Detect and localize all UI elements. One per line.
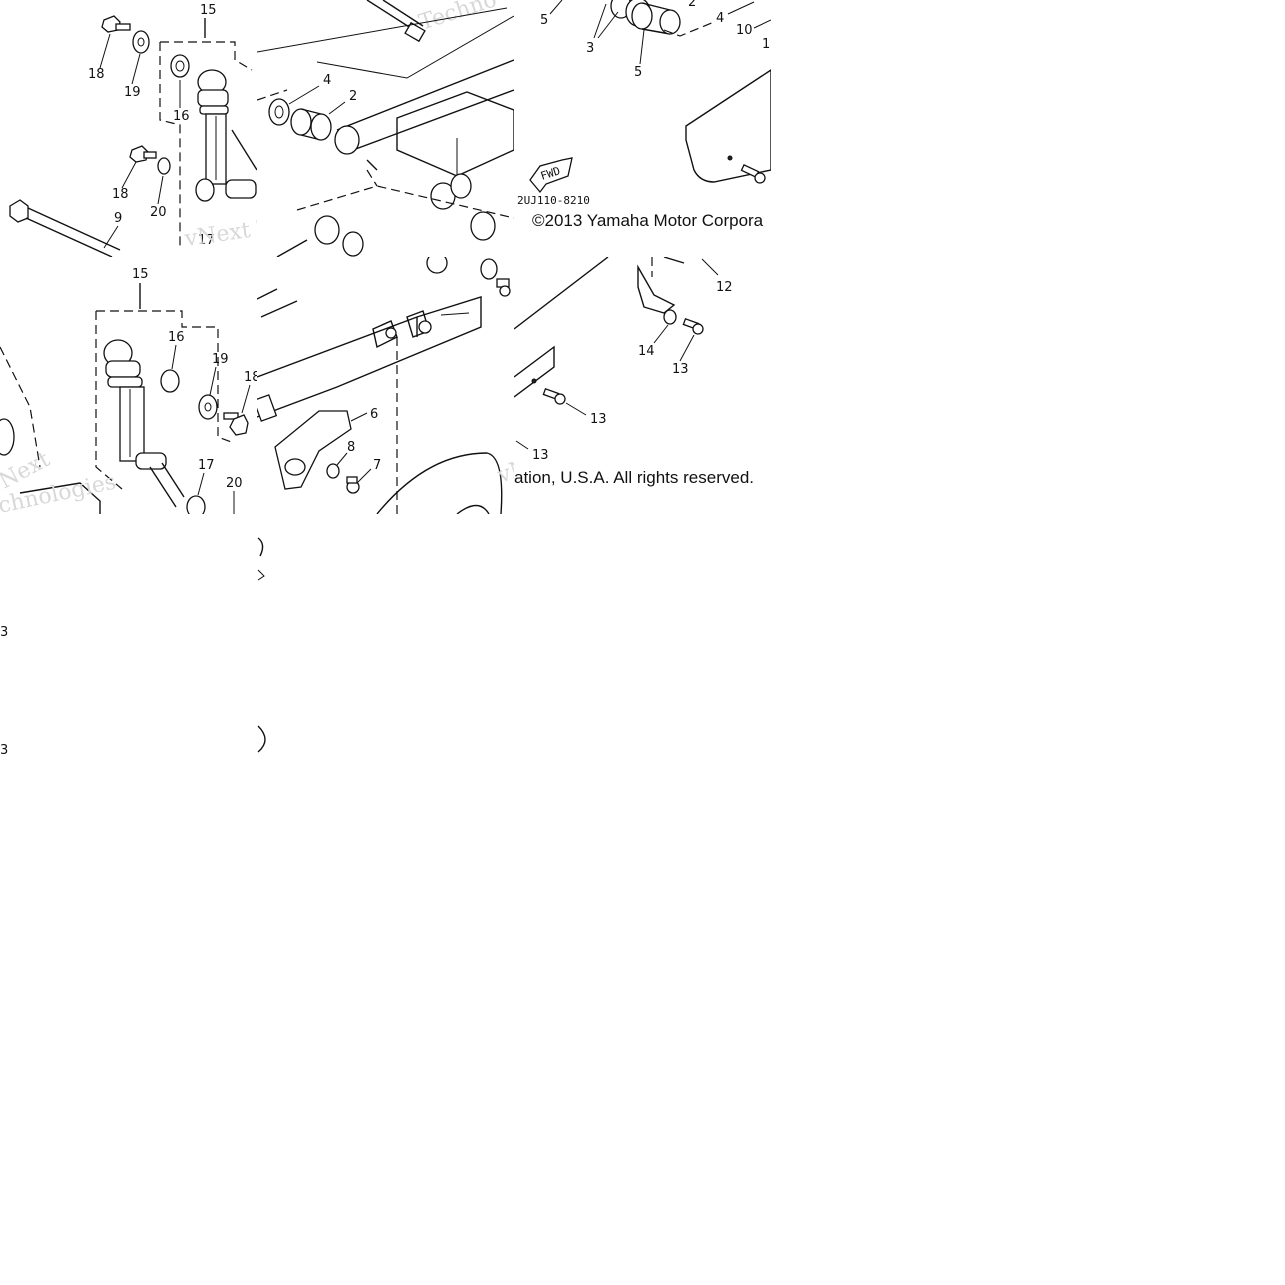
bolt-icon <box>101 15 131 33</box>
bushing-icon <box>160 369 180 393</box>
copyright-text-part1: ©2013 Yamaha Motor Corpora <box>532 211 764 230</box>
washer-icon <box>663 309 677 325</box>
callout-13: 13 <box>672 362 689 377</box>
callout-7: 7 <box>373 458 381 473</box>
screw-icon <box>542 387 566 405</box>
tile-chain-guard: 5 3 5 2 4 10 1 <box>514 0 771 257</box>
callout-15: 15 <box>200 3 217 18</box>
bolt-icon <box>223 412 249 436</box>
callout-1-lower: 1 <box>256 342 257 357</box>
washer-icon <box>342 231 364 257</box>
washer-icon <box>198 394 218 420</box>
tile-chain-case: 12 14 13 13 13 ation, U.S.A. All rights … <box>514 257 771 514</box>
washer-icon <box>426 257 448 274</box>
watermark-text: Techno <box>416 0 500 36</box>
bushing-icon <box>631 2 681 35</box>
callout-10: 10 <box>736 23 753 38</box>
washer-icon <box>326 463 340 479</box>
callout-2: 2 <box>349 89 357 104</box>
callout-15b: 15 <box>132 267 149 282</box>
callout-1-edge: 1 <box>762 37 770 52</box>
callout-2-top: 2 <box>688 0 696 10</box>
tile-swingarm-pivot: Techno 4 2 <box>257 0 514 257</box>
bolt-icon <box>496 278 511 297</box>
callout-13c: 13 <box>532 448 549 463</box>
callout-16: 16 <box>173 109 190 124</box>
callout-20: 20 <box>150 205 167 220</box>
watermark-text: vNext Tec <box>182 212 257 252</box>
callout-5b: 5 <box>634 65 642 80</box>
nut-icon <box>480 258 498 280</box>
washer-icon <box>132 30 150 54</box>
callout-16b: 16 <box>168 330 185 345</box>
callout-18: 18 <box>88 67 105 82</box>
callout-18c: 18 <box>244 370 257 385</box>
swingarm-icon <box>334 59 514 210</box>
callout-8: 8 <box>347 440 355 455</box>
edge-callout-3: 3 <box>0 625 8 640</box>
bolt-icon <box>346 476 360 494</box>
callout-18b: 18 <box>112 187 129 202</box>
callout-17: 17 <box>198 233 215 248</box>
callout-5: 5 <box>540 13 548 28</box>
callout-17b: 17 <box>198 458 215 473</box>
shock-absorber-icon <box>103 339 185 508</box>
callout-19b: 19 <box>212 352 229 367</box>
washer-icon <box>268 98 290 126</box>
fwd-arrow-icon: FWD <box>529 157 573 194</box>
callout-3: 3 <box>586 41 594 56</box>
callout-9: 9 <box>114 211 122 226</box>
bushing-icon <box>186 495 206 514</box>
callout-12: 12 <box>716 280 733 295</box>
bushing-icon <box>170 54 190 78</box>
callout-14: 14 <box>638 344 655 359</box>
diagram-code: 2UJ110-8210 <box>517 194 590 207</box>
callout-20b: 20 <box>226 476 243 491</box>
copyright-text-part2: ation, U.S.A. All rights reserved. <box>514 468 754 487</box>
bushing-icon <box>470 211 496 241</box>
swingarm-arm-icon <box>257 296 482 422</box>
edge-callout-3b: 3 <box>0 743 8 758</box>
bushing-icon <box>195 178 215 202</box>
screw-icon <box>740 164 766 184</box>
chain-guard-icon <box>685 69 771 183</box>
shock-absorber-icon <box>197 69 257 199</box>
washer-icon <box>157 157 171 175</box>
callout-19: 19 <box>124 85 141 100</box>
fragment-strip: 3 3 <box>0 514 280 774</box>
callout-4: 4 <box>323 73 331 88</box>
screw-icon <box>682 317 704 335</box>
axle-bolt-icon <box>9 199 121 257</box>
bracket-icon <box>637 264 676 314</box>
bushing-icon <box>314 215 340 245</box>
bolt-icon <box>129 145 157 163</box>
callout-2-mid: 2 <box>431 257 439 261</box>
tile-swingarm-bracket: 2 1 6 <box>257 257 514 514</box>
tile-rear-shock-lower: 15 16 19 <box>0 257 257 514</box>
callout-4-right: 4 <box>716 11 724 26</box>
callout-13b: 13 <box>590 412 607 427</box>
tile-rear-shock-upper: 15 18 19 16 <box>0 0 257 257</box>
callout-6: 6 <box>370 407 378 422</box>
fwd-label: FWD <box>539 164 562 183</box>
bushing-icon <box>290 108 332 141</box>
watermark-text: vNext <box>494 443 514 489</box>
chain-adjuster-icon <box>274 410 352 490</box>
